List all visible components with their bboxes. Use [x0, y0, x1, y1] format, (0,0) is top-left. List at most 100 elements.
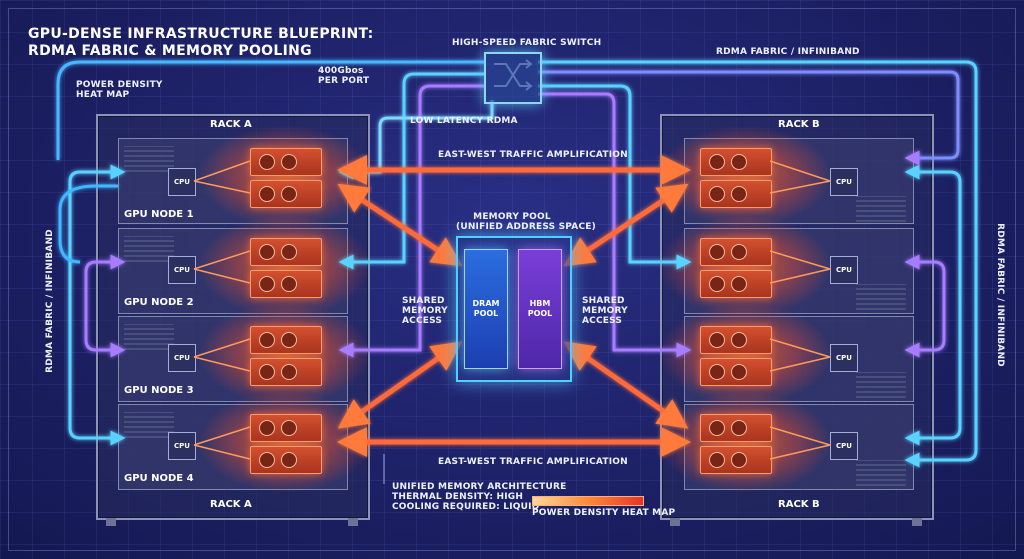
- gpu-node-1-label: GPU NODE 1: [124, 209, 194, 220]
- gpu-card: [700, 180, 772, 208]
- memory-slots: [856, 460, 906, 486]
- memory-slots: [124, 412, 174, 438]
- memory-slots: [124, 146, 174, 172]
- uma-line-2: THERMAL DENSITY: HIGH: [392, 492, 524, 502]
- gpu-card: [700, 326, 772, 354]
- shared-right-line-1: SHARED: [582, 296, 625, 306]
- left-rdma-loops: [58, 164, 126, 446]
- rack-a-foot-right: [348, 518, 358, 526]
- uma-line-3: COOLING REQUIRED: LIQUID: [392, 502, 540, 512]
- east-west-bottom-label: EAST-WEST TRAFFIC AMPLIFICATION: [438, 457, 628, 467]
- rack-b-foot-left: [670, 518, 680, 526]
- fabric-to-rack-a-2: [338, 84, 484, 358]
- rack-a-title-bottom: RACK A: [210, 499, 252, 510]
- dram-pool-label-2: POOL: [473, 309, 499, 318]
- fabric-to-rack-a: [338, 72, 484, 270]
- memory-slots: [856, 196, 906, 222]
- outer-frame: [8, 8, 1016, 551]
- dram-pool-label-1: DRAM: [472, 299, 500, 308]
- cpu-chip: CPU: [830, 432, 858, 460]
- gpu-card: [250, 414, 322, 442]
- cpu-chip: CPU: [830, 256, 858, 284]
- gpu-card: [700, 446, 772, 474]
- memory-slots: [124, 324, 174, 350]
- shared-left-line-1: SHARED: [402, 296, 445, 306]
- heat-map-label: POWER DENSITY HEAT MAP: [76, 80, 163, 100]
- gpu-card: [250, 326, 322, 354]
- shared-right-line-3: ACCESS: [582, 316, 623, 326]
- cpu-chip: CPU: [168, 432, 196, 460]
- cpu-chip: CPU: [830, 168, 858, 196]
- cpu-chip: CPU: [830, 344, 858, 372]
- shared-left-line-2: MEMORY: [402, 306, 448, 316]
- rdma-loop-left-inner: [84, 254, 126, 358]
- title-line-2: RDMA FABRIC & MEMORY POOLING: [28, 43, 312, 59]
- diag-a4-pool: [337, 341, 463, 429]
- fabric-down-left: [338, 100, 494, 180]
- rack-a-foot-left: [106, 518, 116, 526]
- gpu-node-3-label: GPU NODE 3: [124, 385, 194, 396]
- gpu-node-2-label: GPU NODE 2: [124, 297, 194, 308]
- gpu-card: [700, 238, 772, 266]
- fabric-switch-label: HIGH-SPEED FABRIC SWITCH: [452, 38, 602, 48]
- memory-pool-label-line-2: (UNIFIED ADDRESS SPACE): [456, 222, 596, 232]
- gpu-card: [250, 180, 322, 208]
- memory-pool-label-line-1: MEMORY POOL: [473, 212, 551, 222]
- fabric-to-rack-b-2: [538, 92, 692, 358]
- hbm-pool-label-2: POOL: [527, 309, 553, 318]
- diag-b1-pool: [563, 183, 689, 267]
- port-speed-line-2: PER PORT: [318, 76, 370, 86]
- rdma-left-label: RDMA FABRIC / INFINIBAND: [44, 229, 55, 373]
- heat-map-legend-bar: [532, 496, 644, 506]
- rack-b-title-top: RACK B: [778, 119, 820, 130]
- gpu-card: [700, 270, 772, 298]
- gpu-card: [250, 270, 322, 298]
- east-west-arrows: [337, 155, 691, 457]
- fabric-lines: [56, 60, 978, 468]
- memory-slots: [856, 372, 906, 398]
- title-line-1: GPU-DENSE INFRASTRUCTURE BLUEPRINT:: [28, 26, 374, 42]
- cpu-chip: CPU: [168, 256, 196, 284]
- gpu-node-4-label: GPU NODE 4: [124, 473, 194, 484]
- rdma-loop-right-outer: [904, 164, 962, 446]
- unified-memory-note: UNIFIED MEMORY ARCHITECTURE THERMAL DENS…: [392, 482, 566, 512]
- rdma-right-label: RDMA FABRIC / INFINIBAND: [994, 223, 1005, 367]
- rack-b-title-bottom: RACK B: [778, 499, 820, 510]
- heat-map-legend-label: POWER DENSITY HEAT MAP: [532, 508, 676, 518]
- low-latency-label: LOW LATENCY RDMA: [410, 116, 518, 126]
- rdma-top-label: RDMA FABRIC / INFINIBAND: [716, 47, 860, 57]
- memory-slots: [856, 284, 906, 310]
- heat-map-label-line-2: HEAT MAP: [76, 90, 130, 100]
- uma-line-1: UNIFIED MEMORY ARCHITECTURE: [392, 482, 567, 492]
- fabric-top-left: [56, 60, 484, 160]
- gpu-cpu-links: [193, 160, 831, 460]
- shared-left-line-3: ACCESS: [402, 316, 443, 326]
- memory-slots: [124, 236, 174, 262]
- right-rdma-loops: [904, 164, 962, 446]
- shared-right-line-2: MEMORY: [582, 306, 628, 316]
- gpu-card: [250, 446, 322, 474]
- fabric-top-right: [538, 60, 978, 468]
- hbm-pool-label-1: HBM: [529, 299, 551, 308]
- port-speed-line-1: 400Gbos: [318, 66, 364, 76]
- rdma-loop-right-inner: [904, 254, 946, 358]
- heat-map-label-line-1: POWER DENSITY: [76, 80, 163, 90]
- gpu-card: [250, 358, 322, 386]
- diag-b4-pool: [563, 341, 689, 429]
- diag-a1-pool: [337, 183, 463, 267]
- rdma-loop-left-mid: [58, 184, 118, 264]
- gpu-card: [700, 148, 772, 176]
- port-speed-label: 400Gbos PER PORT: [318, 66, 369, 86]
- gpu-card: [700, 414, 772, 442]
- gpu-card: [250, 148, 322, 176]
- rack-a-title-top: RACK A: [210, 119, 252, 130]
- gpu-card: [250, 238, 322, 266]
- rack-b-foot-right: [912, 518, 922, 526]
- fabric-to-rack-b: [538, 84, 692, 270]
- fabric-switch-icon: [484, 52, 542, 104]
